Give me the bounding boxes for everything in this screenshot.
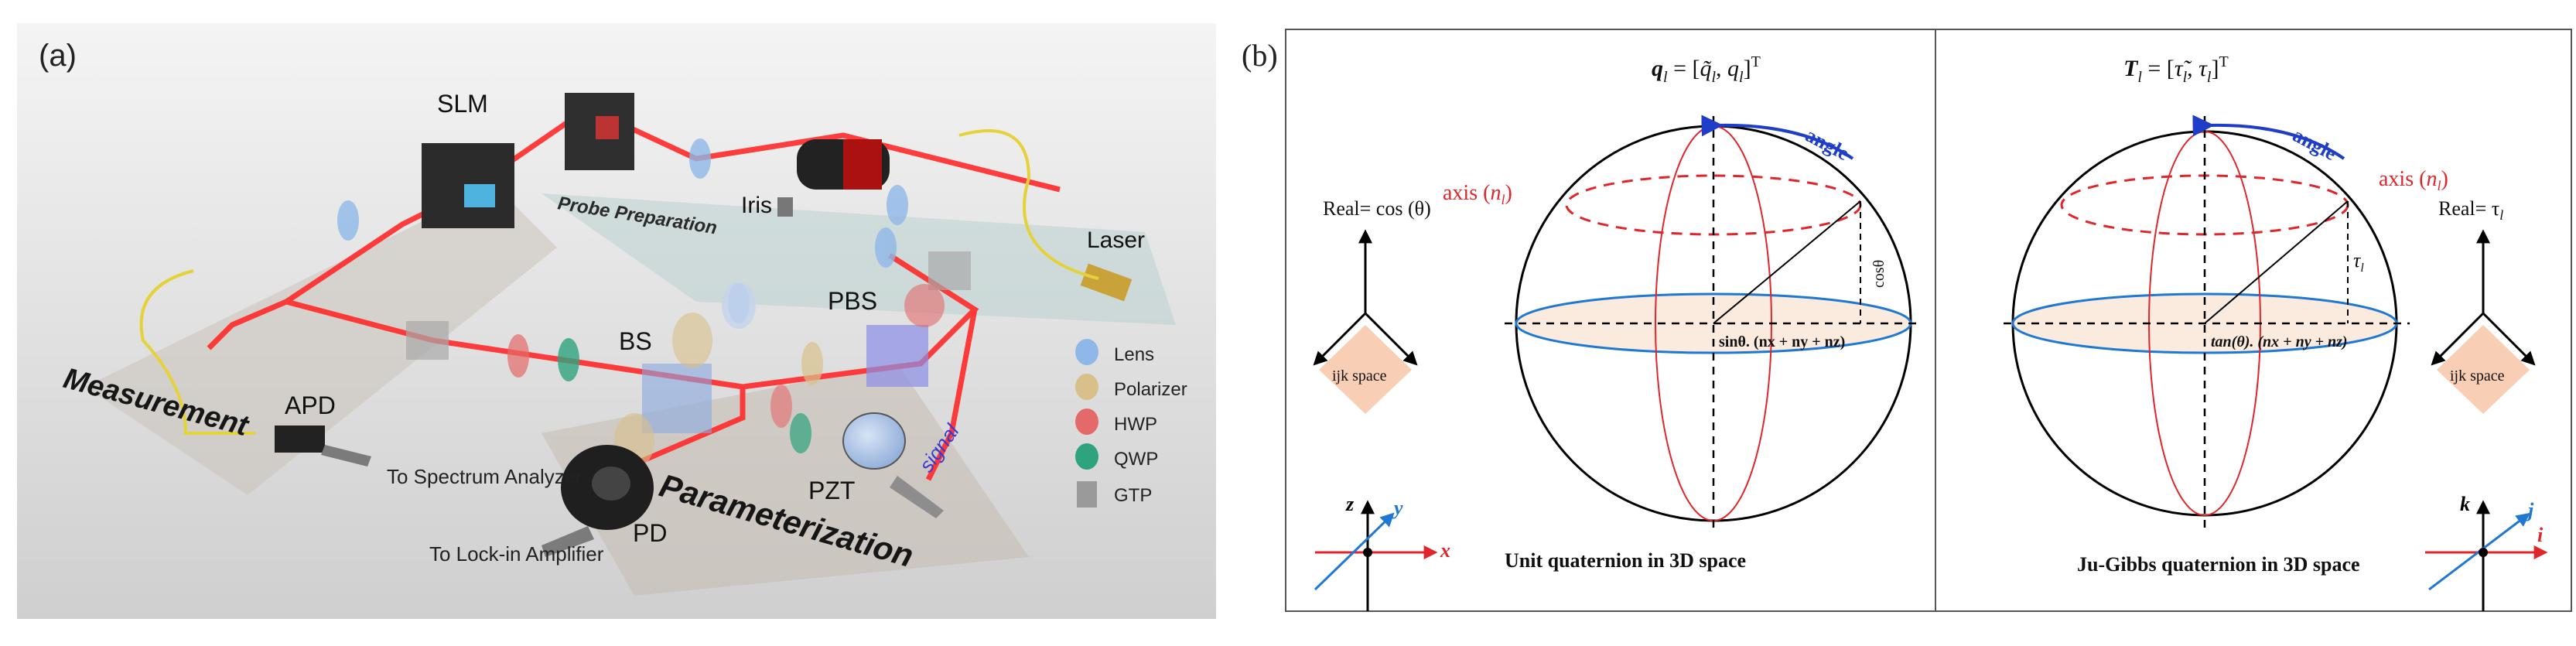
ju-gibbs-panel: Tl = [τ̃l, τl]T angle axis (nl) τl tan(θ… xyxy=(1935,29,2572,612)
pd-detector xyxy=(561,445,654,530)
legend-label-hwp: HWP xyxy=(1114,414,1157,435)
spectrum-output-label: To Spectrum Analyzer xyxy=(387,465,583,488)
x-label: x xyxy=(1440,539,1450,562)
panel-b-label: (b) xyxy=(1242,38,1278,73)
legend-label-gtp: GTP xyxy=(1114,485,1152,506)
gibbs-ijk-label: ijk space xyxy=(2450,367,2505,385)
ju-gibbs-frame xyxy=(1935,29,2572,612)
ijk-label: ijk space xyxy=(1332,367,1387,385)
apd-detector xyxy=(275,426,325,453)
z-label: z xyxy=(1345,493,1355,515)
slm-top-device xyxy=(565,93,634,170)
origin-dot xyxy=(1363,548,1372,557)
gibbs-angle-arrow xyxy=(2192,115,2345,160)
i-label: i xyxy=(2537,524,2544,546)
gibbs-real-label: Real= τl xyxy=(2438,197,2503,223)
gibbs-ijk-right-arrow xyxy=(2482,312,2536,366)
k-label: k xyxy=(2460,493,2470,515)
ijk-left-arrow xyxy=(1313,312,1367,366)
legend-label-lens: Lens xyxy=(1114,344,1154,365)
bs-label: BS xyxy=(619,327,652,355)
ijk-right-arrow xyxy=(1364,312,1418,366)
gibbs-rotation-vector xyxy=(2204,200,2349,324)
pzt-label: PZT xyxy=(808,477,855,504)
iris-label: Iris xyxy=(741,193,772,218)
ju-gibbs-caption: Ju-Gibbs quaternion in 3D space xyxy=(2077,553,2360,576)
legend-swatch-hwp xyxy=(1075,408,1098,435)
gtp-cubes xyxy=(406,251,971,360)
pbs-cube xyxy=(866,325,928,387)
pd-output-arrow xyxy=(542,526,594,557)
unit-quaternion-caption: Unit quaternion in 3D space xyxy=(1505,549,1746,572)
sin-theta-label: sinθ. (nx + ny + nz) xyxy=(1719,333,1845,350)
legend-label-qwp: QWP xyxy=(1114,449,1158,470)
ijk-space-diamond xyxy=(1319,325,1412,414)
optics-elements xyxy=(507,282,945,469)
legend-swatch-polarizer xyxy=(1075,374,1098,400)
signal-arrow xyxy=(890,476,944,518)
legend-swatch-lens xyxy=(1075,339,1098,365)
tau-vertical-label: τl xyxy=(2353,249,2364,275)
slm-label: SLM xyxy=(437,90,488,118)
iris xyxy=(777,197,793,217)
gibbs-origin-dot xyxy=(2479,548,2488,557)
pbs-label: PBS xyxy=(828,287,877,315)
pd-label: PD xyxy=(633,519,667,547)
legend: Lens Polarizer HWP QWP GTP xyxy=(1075,339,1187,508)
ju-gibbs-formula: Tl = [τ̃l, τl]T xyxy=(2123,53,2229,86)
lockin-output-label: To Lock-in Amplifier xyxy=(429,542,604,566)
legend-swatch-qwp xyxy=(1075,443,1098,470)
probe-preparation-plate xyxy=(542,193,1176,325)
y-label: y xyxy=(1392,497,1403,519)
panel-b: (b) ql = [q̃l, ql]T angle axis (nl) cosθ… xyxy=(1242,29,2572,612)
tan-theta-label: tan(θ). (nx + ny + nz) xyxy=(2211,333,2348,350)
gibbs-axis-label: axis (nl) xyxy=(2379,167,2448,193)
panel-a-label: (a) xyxy=(39,39,77,73)
laser-tube xyxy=(797,139,890,190)
axis-label: axis (nl) xyxy=(1443,181,1512,207)
panel-a: (a) SLM Iris xyxy=(17,23,1216,619)
legend-swatch-gtp xyxy=(1077,481,1097,508)
laser-fiber xyxy=(958,129,1099,280)
real-label: Real= cos (θ) xyxy=(1323,197,1431,220)
legend-label-polarizer: Polarizer xyxy=(1114,379,1187,400)
slm-device xyxy=(422,143,514,228)
y-axis xyxy=(1314,512,1395,591)
angle-arrow xyxy=(1701,115,1854,160)
measurement-plate xyxy=(85,186,557,495)
pzt-mirror xyxy=(842,412,906,470)
gibbs-ijk-left-arrow xyxy=(2431,312,2485,366)
bs-cube xyxy=(642,364,712,433)
gibbs-ijk-diamond xyxy=(2437,325,2530,414)
laser-source xyxy=(1080,263,1133,302)
cos-theta-label: cosθ xyxy=(1871,260,1888,288)
apd-label: APD xyxy=(285,391,336,419)
rotation-vector xyxy=(1713,200,1861,324)
j-axis xyxy=(2428,512,2530,591)
laser-label: Laser xyxy=(1087,227,1145,253)
measurement-fiber xyxy=(139,269,255,436)
unit-quaternion-formula: ql = [q̃l, ql]T xyxy=(1652,53,1761,86)
apd-output-arrow xyxy=(321,445,371,467)
